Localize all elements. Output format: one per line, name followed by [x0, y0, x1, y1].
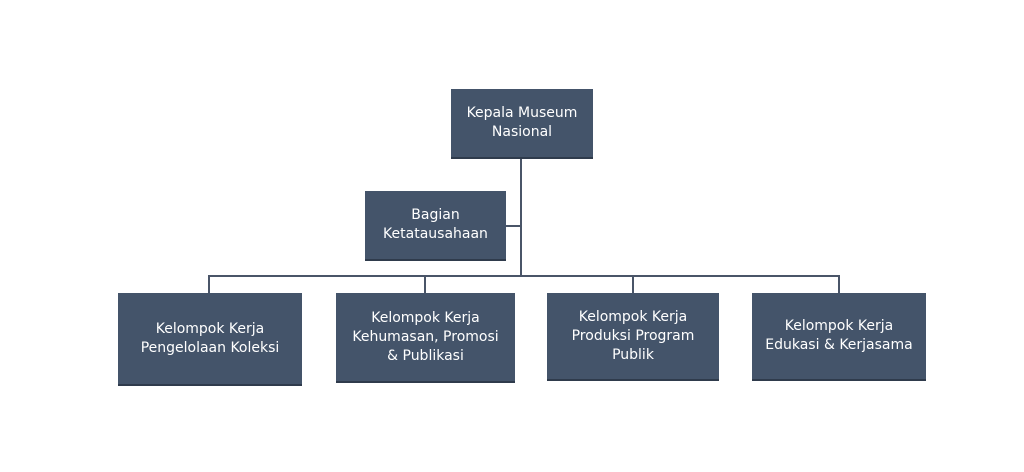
connector-drop-3	[632, 275, 634, 293]
node-pokja-kehumasan: Kelompok Kerja Kehumasan, Promosi & Publ…	[336, 293, 515, 383]
node-label: Bagian Ketatausahaan	[383, 207, 488, 242]
connector-bus	[208, 275, 840, 277]
node-bagian-ketatausahaan: Bagian Ketatausahaan	[365, 191, 506, 261]
connector-trunk	[520, 159, 522, 276]
node-label: Kelompok Kerja Kehumasan, Promosi & Publ…	[352, 309, 499, 364]
node-label: Kelompok Kerja Pengelolaan Koleksi	[140, 320, 280, 356]
node-kepala-museum: Kepala Museum Nasional	[451, 89, 593, 159]
node-pokja-pengelolaan-koleksi: Kelompok Kerja Pengelolaan Koleksi	[118, 293, 302, 386]
node-label: Kelompok Kerja Produksi Program Publik	[571, 308, 695, 363]
node-label: Kepala Museum Nasional	[466, 105, 578, 140]
node-label: Kelompok Kerja Edukasi & Kerjasama	[765, 318, 913, 353]
node-pokja-produksi-program: Kelompok Kerja Produksi Program Publik	[547, 293, 719, 381]
node-pokja-edukasi: Kelompok Kerja Edukasi & Kerjasama	[752, 293, 926, 381]
connector-drop-4	[838, 275, 840, 293]
connector-drop-1	[208, 275, 210, 293]
connector-secretariat	[506, 225, 521, 227]
connector-drop-2	[424, 275, 426, 293]
